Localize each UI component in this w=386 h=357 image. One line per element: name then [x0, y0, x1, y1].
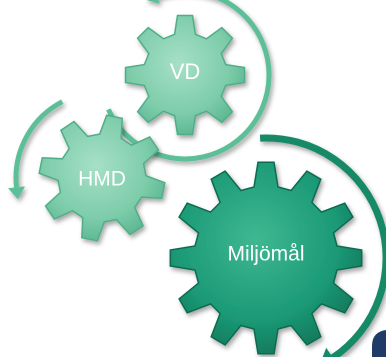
miljomal-cycle-arrow	[259, 134, 386, 357]
miljomal-gear	[169, 161, 363, 355]
corner-accent-shape	[372, 330, 386, 357]
vd-to-hmd-arrow	[8, 99, 64, 200]
hmd-label: HMD	[78, 168, 126, 191]
miljomal-label: Miljömål	[227, 243, 304, 266]
vd-label: VD	[170, 59, 201, 84]
hmd-gear	[38, 114, 166, 242]
vd-gear	[124, 14, 246, 136]
